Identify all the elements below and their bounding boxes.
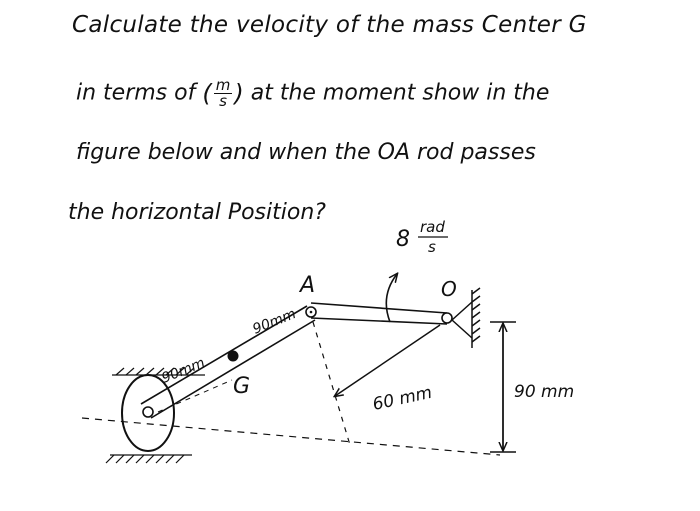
ground-reference-line <box>81 417 501 456</box>
roller-wheel <box>121 374 175 452</box>
unit-numerator: m <box>213 76 233 94</box>
pin-A-dot <box>309 310 313 314</box>
problem-line-3: figure below and when the OA rod passes <box>76 140 536 165</box>
dim-BG-label: 90mm <box>160 355 208 387</box>
dim-OA-label: 60 mm <box>371 383 434 415</box>
problem-line-4: the horizontal Position? <box>68 200 326 225</box>
support-O <box>451 287 481 348</box>
omega-value: 8 <box>396 227 410 252</box>
unit-close-paren: ) <box>234 79 244 108</box>
pin-B <box>142 406 154 418</box>
omega-unit-denominator: s <box>428 238 436 256</box>
omega-unit-numerator: rad <box>420 218 445 236</box>
unit-denominator: s <box>219 92 227 110</box>
angular-velocity-arrow <box>385 274 397 323</box>
problem-line-1: Calculate the velocity of the mass Cente… <box>72 12 587 38</box>
pin-O <box>441 312 453 324</box>
label-O: O <box>441 277 457 301</box>
rod-BA <box>140 305 316 419</box>
rod-OA <box>310 302 448 325</box>
problem-line-2-end: at the moment show in the <box>250 80 550 106</box>
dim-OA-arrow <box>335 324 441 396</box>
mass-center-G <box>227 350 239 362</box>
dim-height-label: 90 mm <box>514 382 574 402</box>
unit-open-paren: ( <box>202 79 212 108</box>
dim-height-arrow <box>490 321 516 453</box>
label-A: A <box>298 273 315 298</box>
label-G: G <box>233 374 250 399</box>
lower-ground-hatch <box>105 454 192 464</box>
vertical-reference-line <box>312 321 351 446</box>
dim-AB-label: 90mm <box>251 306 299 338</box>
problem-line-2-start: in terms of <box>76 80 196 106</box>
